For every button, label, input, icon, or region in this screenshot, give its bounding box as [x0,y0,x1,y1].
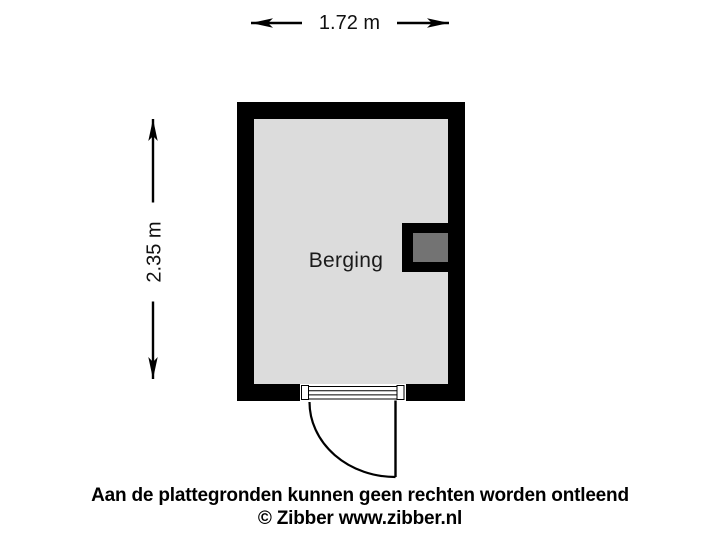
shaft-box [413,233,448,262]
door-sill [308,386,398,400]
disclaimer-text: Aan de plattegronden kunnen geen rechten… [91,485,629,506]
width-dimension-label: 1.72 m [302,9,397,37]
arrow-up-icon [148,119,158,141]
door-swing [308,400,397,479]
arrow-right-icon [427,18,449,28]
arrow-down-icon [148,357,158,379]
arrow-left-icon [251,18,273,28]
room-name-label: Berging [308,249,384,272]
door-jamb-right [396,385,405,400]
door-swing-arc [308,401,396,479]
door-opening [300,384,406,401]
copyright-text: © Zibber www.zibber.nl [257,508,463,529]
door-jamb-left [301,385,309,400]
height-dimension-label: 2.35 m [137,202,172,302]
